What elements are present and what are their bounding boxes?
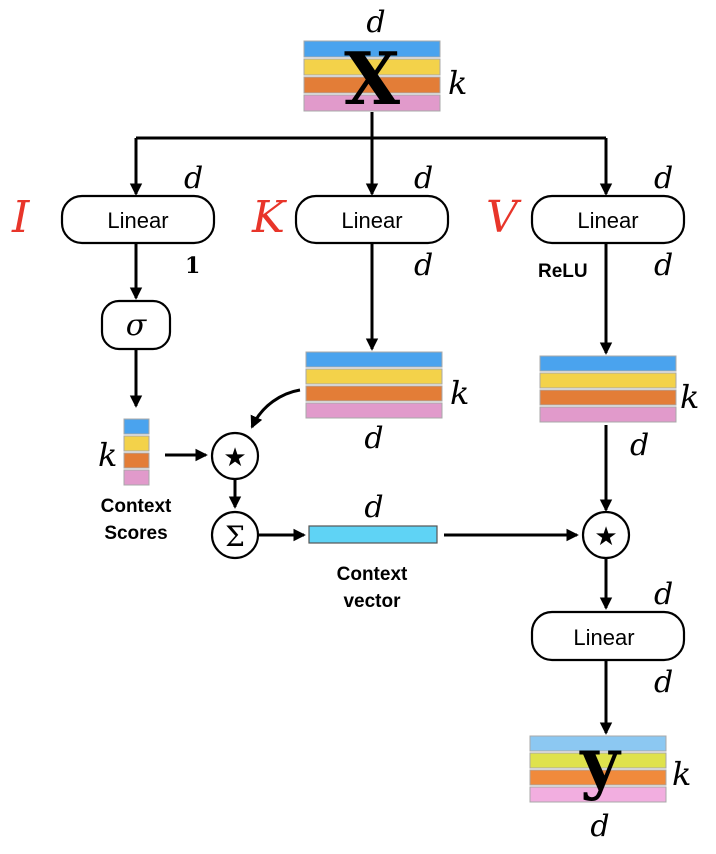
branch-v-activation: ReLU (538, 261, 588, 282)
input-height-label: k (448, 64, 467, 102)
star-op-1: ★ (165, 388, 301, 509)
branch-v-symbol: V (486, 192, 522, 243)
key-band-orange (305, 385, 443, 402)
key-band-yellow (305, 368, 443, 385)
input-band-orange (303, 76, 441, 94)
value-band-orange (539, 389, 677, 406)
branch-i-symbol: I (11, 192, 31, 243)
final-linear-label: Linear (573, 625, 634, 650)
branch-i-in-dim: d (184, 161, 203, 196)
key-band-blue (305, 351, 443, 368)
score-cell-yellow (123, 435, 150, 452)
branch-v: V Linear d ReLU d (486, 161, 686, 355)
branch-v-linear-label: Linear (577, 208, 638, 233)
context-vector: d Context vector (308, 490, 579, 612)
input-band-yellow (303, 58, 441, 76)
key-matrix-height-label: k (450, 374, 469, 412)
input-band-pink (303, 94, 441, 112)
branch-i: I Linear d 1 σ (11, 161, 216, 408)
branch-k-in-dim: d (414, 161, 433, 196)
output-band-yellow (529, 752, 667, 769)
final-linear-box (530, 610, 686, 662)
context-scores: k Context Scores (98, 418, 172, 544)
final-linear: Linear d d (530, 577, 686, 735)
value-matrix: k d (539, 355, 699, 512)
output-height-label: k (672, 755, 691, 793)
sum-op: Σ (210, 510, 306, 560)
input-width-label: d (366, 5, 385, 40)
score-cell-blue (123, 418, 150, 435)
output-matrix-y: y k d (529, 723, 691, 844)
final-linear-in-dim: d (654, 577, 673, 612)
context-scores-height-label: k (98, 436, 117, 474)
output-band-orange (529, 769, 667, 786)
branch-i-linear-label: Linear (107, 208, 168, 233)
output-width-label: d (590, 809, 609, 844)
context-vector-label-2: vector (343, 591, 401, 612)
branch-v-linear-box (530, 194, 686, 245)
key-matrix: k d (305, 351, 469, 456)
output-symbol-y: y (579, 723, 622, 803)
context-scores-label-1: Context (101, 496, 172, 517)
branch-v-out-dim: d (654, 248, 673, 283)
output-band-blue (529, 735, 667, 752)
branch-k-out-dim: d (414, 248, 433, 283)
sum-op-symbol: Σ (225, 520, 245, 553)
value-matrix-width-label: d (630, 428, 649, 463)
context-vector-label-1: Context (337, 564, 408, 585)
value-band-blue (539, 355, 677, 372)
branch-i-linear-box (60, 194, 216, 245)
branch-k: K Linear d d (251, 161, 450, 351)
key-band-pink (305, 402, 443, 419)
input-band-blue (303, 40, 441, 58)
branch-k-symbol: K (251, 192, 287, 243)
score-cell-orange (123, 452, 150, 469)
star-op-2-symbol: ★ (594, 522, 617, 552)
star-op-2: ★ (581, 510, 631, 610)
branch-k-linear-label: Linear (341, 208, 402, 233)
context-vector-width-label: d (364, 490, 383, 525)
split-connectors (129, 112, 613, 196)
context-scores-label-2: Scores (104, 523, 167, 544)
sigma-symbol: σ (126, 308, 148, 343)
context-vector-bar (308, 525, 438, 544)
branch-i-out-dim: 1 (185, 253, 200, 279)
input-symbol-x: X (344, 36, 400, 121)
output-band-pink (529, 786, 667, 803)
value-band-yellow (539, 372, 677, 389)
score-cell-pink (123, 469, 150, 486)
final-linear-out-dim: d (654, 665, 673, 700)
branch-v-in-dim: d (654, 161, 673, 196)
value-matrix-height-label: k (680, 378, 699, 416)
star-op-1-symbol: ★ (223, 443, 246, 473)
key-matrix-width-label: d (364, 421, 383, 456)
input-matrix-x: X d k (303, 5, 467, 121)
value-band-pink (539, 406, 677, 423)
